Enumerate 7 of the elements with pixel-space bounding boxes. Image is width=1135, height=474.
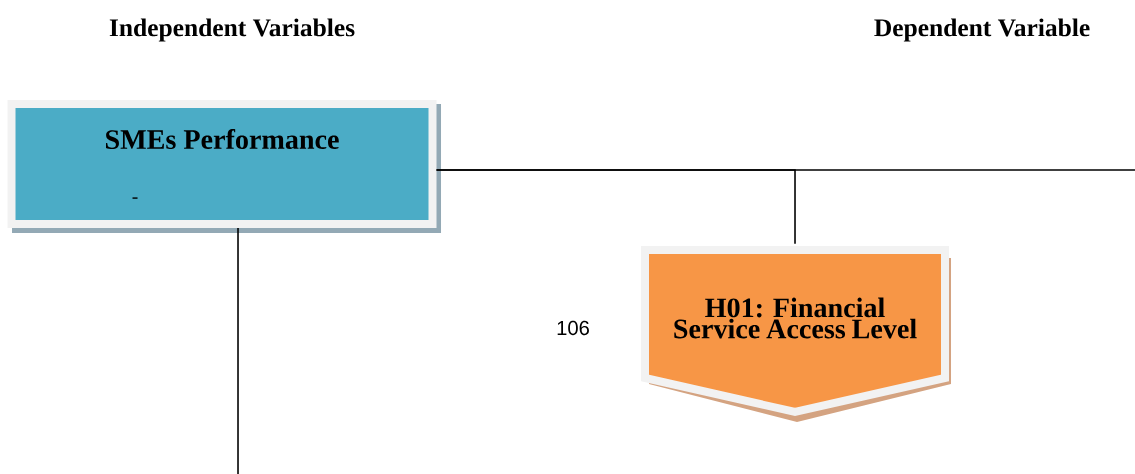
pentagon-arrow-box: H01: Financial Service Access Level bbox=[641, 246, 951, 422]
process-box: SMEs Performance - bbox=[7, 100, 441, 233]
connector-line bbox=[237, 227, 239, 474]
connector-line bbox=[435, 169, 1135, 171]
column-heading: Independent Variables bbox=[109, 18, 355, 42]
column-heading: Dependent Variable bbox=[874, 18, 1090, 42]
page-number: 106 bbox=[557, 320, 589, 336]
